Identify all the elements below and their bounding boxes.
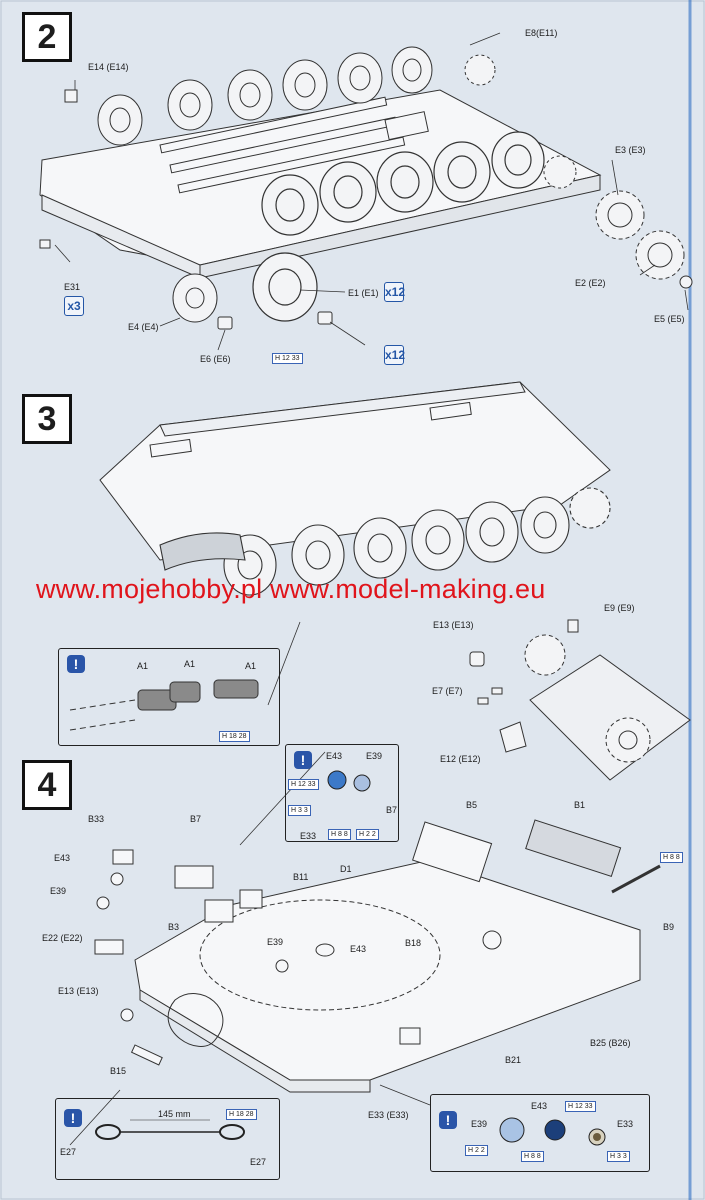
quantity-badge-x12-hub: x12 bbox=[384, 345, 405, 365]
cable-length: 145 mm bbox=[158, 1109, 191, 1119]
paint-code: H 2 2 bbox=[465, 1145, 488, 1156]
step2-sprockets bbox=[39, 54, 693, 330]
part-label-b7: B7 bbox=[386, 805, 398, 815]
part-label-e27-right: E27 bbox=[250, 1157, 267, 1167]
detail-inset-top: ! E43 E39 B7 E33 H 12 33 H 3 3 H 8 8 H 2… bbox=[285, 744, 399, 842]
part-label-a1: A1 bbox=[137, 661, 149, 671]
step3-wheels bbox=[159, 487, 611, 596]
tow-cable-inset: ! 145 mm H 18 28 E27 E27 bbox=[55, 1098, 280, 1180]
part-label-e33: E33 bbox=[617, 1119, 634, 1129]
paint-code: H 12 33 bbox=[565, 1101, 596, 1112]
part-label-e12: E12 (E12) bbox=[440, 754, 481, 764]
step2-hull-drawing bbox=[39, 89, 602, 279]
step-number-3: 3 bbox=[22, 394, 72, 444]
step4-hull-drawing bbox=[94, 819, 661, 1093]
part-label-e39: E39 bbox=[471, 1119, 488, 1129]
paint-code: H 18 28 bbox=[219, 731, 250, 742]
part-label-e6: E6 (E6) bbox=[200, 354, 231, 364]
part-label-b9: B9 bbox=[663, 922, 675, 932]
track-links-drawing bbox=[69, 679, 259, 731]
part-label-e1: E1 (E1) bbox=[348, 288, 379, 298]
part-label-e22: E22 (E22) bbox=[42, 933, 83, 943]
part-label-b21: B21 bbox=[505, 1055, 522, 1065]
part-label-e13: E13 (E13) bbox=[58, 986, 99, 996]
part-label-e43: E43 bbox=[54, 853, 71, 863]
paint-code: H 8 8 bbox=[660, 852, 683, 863]
tow-cable-drawing bbox=[95, 1119, 245, 1140]
track-assembly-inset: ! A1 A1 A1 H 18 28 bbox=[58, 648, 280, 746]
paint-code: H 3 3 bbox=[288, 805, 311, 816]
part-label-e7: E7 (E7) bbox=[432, 686, 463, 696]
part-label-b1: B1 bbox=[574, 800, 586, 810]
paint-code: H 18 28 bbox=[226, 1109, 257, 1120]
quantity-badge-x3: x3 bbox=[64, 296, 84, 316]
detail-inset-bottom: ! E39 E43 E33 H 12 33 H 2 2 H 8 8 H 3 3 bbox=[430, 1094, 650, 1172]
part-label-b18: B18 bbox=[405, 938, 422, 948]
part-label-a1: A1 bbox=[184, 659, 196, 669]
step2-wheels-front bbox=[252, 131, 545, 322]
part-label-b5: B5 bbox=[466, 800, 478, 810]
part-label-b11: B11 bbox=[293, 872, 309, 882]
part-label-e43: E43 bbox=[326, 751, 343, 761]
watermark-url: www.mojehobby.pl www.model-making.eu bbox=[36, 574, 546, 604]
step-number-4: 4 bbox=[22, 760, 72, 810]
part-label-e43: E43 bbox=[531, 1101, 548, 1111]
part-label-e43-hull: E43 bbox=[350, 944, 367, 954]
tip-icon: ! bbox=[294, 751, 312, 769]
part-label-a1: A1 bbox=[245, 661, 257, 671]
paint-code: H 3 3 bbox=[607, 1151, 630, 1162]
paint-code: H 12 33 bbox=[272, 353, 303, 364]
paint-code: H 12 33 bbox=[288, 779, 319, 790]
paint-code: H 8 8 bbox=[521, 1151, 544, 1162]
part-label-e31: E31 bbox=[64, 282, 81, 292]
part-label-e39: E39 bbox=[50, 886, 67, 896]
part-label-e9: E9 (E9) bbox=[604, 603, 635, 613]
part-label-e14: E14 (E14) bbox=[88, 62, 129, 72]
quantity-badge-x12-wheel: x12 bbox=[384, 282, 405, 302]
part-label-e13: E13 (E13) bbox=[433, 620, 474, 630]
part-label-e8: E8(E11) bbox=[525, 28, 558, 38]
paint-code: H 8 8 bbox=[328, 829, 351, 840]
part-label-e4: E4 (E4) bbox=[128, 322, 159, 332]
part-label-e2: E2 (E2) bbox=[575, 278, 606, 288]
part-label-b15: B15 bbox=[110, 1066, 127, 1076]
tip-icon: ! bbox=[64, 1109, 82, 1127]
part-label-b25: B25 (B26) bbox=[590, 1038, 631, 1048]
tip-icon: ! bbox=[67, 655, 85, 673]
part-label-e5: E5 (E5) bbox=[654, 314, 685, 324]
step-number-2: 2 bbox=[22, 12, 72, 62]
step2-wheels-back bbox=[97, 46, 433, 146]
part-label-e39: E39 bbox=[366, 751, 383, 761]
step3-inset-drawing bbox=[469, 619, 691, 781]
tip-icon: ! bbox=[439, 1111, 457, 1129]
part-label-e27-left: E27 bbox=[60, 1147, 77, 1157]
part-label-e33: E33 bbox=[300, 831, 317, 841]
part-label-b7: B7 bbox=[190, 814, 202, 824]
part-label-b33: B33 bbox=[88, 814, 105, 824]
part-label-d1: D1 bbox=[340, 864, 352, 874]
part-label-e33: E33 (E33) bbox=[368, 1110, 409, 1120]
detail-swatches bbox=[327, 770, 606, 1146]
paint-code: H 2 2 bbox=[356, 829, 379, 840]
part-label-e39-hull: E39 bbox=[267, 937, 284, 947]
part-label-b3: B3 bbox=[168, 922, 180, 932]
part-label-e3: E3 (E3) bbox=[615, 145, 646, 155]
